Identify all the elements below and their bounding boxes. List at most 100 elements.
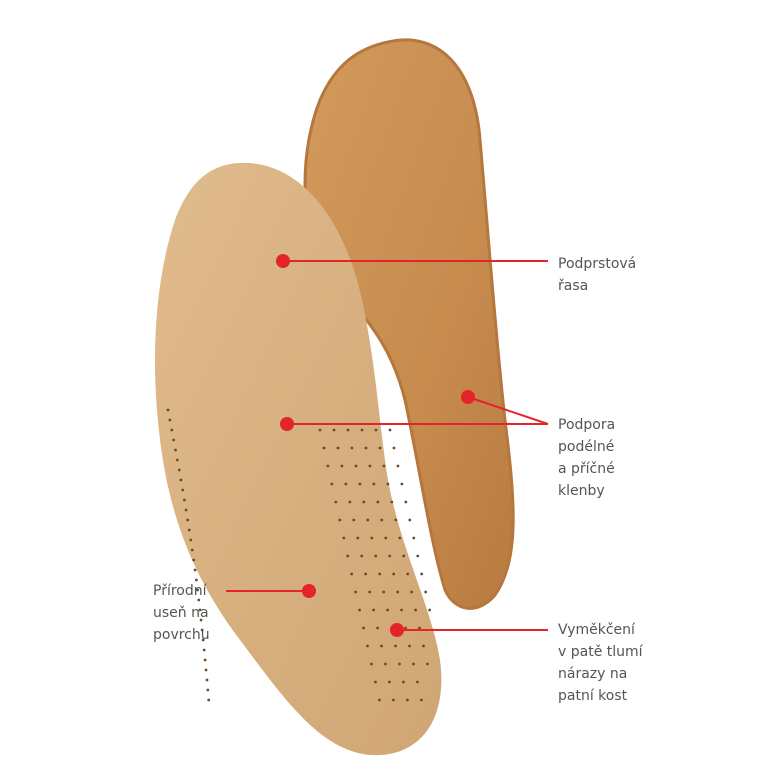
label-line: nárazy na [558, 666, 628, 682]
perforation-dot [400, 608, 403, 612]
perforation-dot [410, 590, 414, 594]
perforation-dot [376, 500, 380, 504]
perforation-dot [378, 698, 381, 702]
perforation-dot [374, 428, 378, 432]
callout-dot-arch-front [280, 417, 294, 431]
perforation-dot [388, 428, 392, 432]
perforation-dot [368, 590, 372, 594]
perforation-dot [412, 536, 416, 540]
perforation-dot [179, 478, 183, 482]
perforation-dot [388, 554, 392, 558]
perforation-dot [372, 608, 375, 612]
perforation-dot [170, 428, 174, 432]
perforation-dot [203, 658, 207, 662]
perforation-dot [382, 590, 386, 594]
perforation-dot [394, 644, 397, 648]
perforation-dot [189, 538, 193, 542]
perforation-dot [416, 680, 419, 684]
label-line: Podpora [558, 417, 616, 433]
perforation-dot [414, 608, 417, 612]
perforation-dot [372, 482, 376, 486]
perforation-dot [424, 590, 428, 594]
perforation-dot [382, 464, 386, 468]
perforation-dot [418, 626, 421, 630]
perforation-dot [350, 572, 354, 576]
perforation-dot [420, 698, 423, 702]
perforation-dot [330, 482, 334, 486]
label-line: povrchu [153, 627, 210, 643]
perforation-dot [396, 464, 400, 468]
label-line: v patě tlumí [558, 644, 643, 660]
perforation-dot [344, 482, 348, 486]
perforation-dot [326, 464, 330, 468]
perforation-dot [360, 428, 364, 432]
perforation-dot [384, 662, 387, 666]
perforation-dot [362, 626, 365, 630]
perforation-dot [207, 698, 211, 702]
perforation-dot [406, 698, 409, 702]
label-line: patní kost [558, 688, 628, 704]
perforation-dot [404, 626, 407, 630]
perforation-dot [336, 446, 340, 450]
perforation-dot [192, 558, 196, 562]
perforation-dot [390, 500, 394, 504]
perforation-dot [358, 608, 361, 612]
callout-dot-toe-ridge [276, 254, 290, 268]
perforation-dot [175, 458, 179, 462]
perforation-dot [364, 446, 368, 450]
perforation-dot [166, 408, 170, 412]
perforation-dot [168, 418, 172, 422]
callout-dot-arch-back [461, 390, 475, 404]
perforation-dot [186, 518, 190, 522]
label-line: klenby [558, 483, 605, 499]
label-arch-support: Podpora podélné a příčné klenby [558, 414, 615, 502]
perforation-dot [358, 482, 362, 486]
perforation-dot [348, 500, 352, 504]
perforation-dot [380, 518, 384, 522]
perforation-dot [342, 536, 346, 540]
perforation-dot [404, 500, 408, 504]
perforation-dot [350, 446, 354, 450]
perforation-dot [362, 500, 366, 504]
perforation-dot [205, 678, 209, 682]
perforation-dot [402, 554, 406, 558]
perforation-dot [334, 500, 338, 504]
perforation-dot [398, 662, 401, 666]
perforation-dot [386, 482, 390, 486]
perforation-dot [197, 598, 201, 602]
perforation-dot [360, 554, 364, 558]
perforation-dot [378, 572, 382, 576]
perforation-dot [412, 662, 415, 666]
perforation-dot [172, 438, 176, 442]
perforation-dot [338, 518, 342, 522]
label-line: a příčné [558, 461, 615, 477]
perforation-dot [174, 448, 177, 452]
perforation-dot [396, 590, 400, 594]
perforation-dot [181, 488, 185, 492]
perforation-dot [364, 572, 368, 576]
perforation-dot [384, 536, 388, 540]
perforation-dot [204, 668, 208, 672]
perforation-dot [187, 528, 191, 532]
callout-lines [226, 260, 549, 631]
perforation-dot [386, 608, 389, 612]
perforation-dot [408, 644, 411, 648]
perforation-dot [388, 680, 391, 684]
label-natural-leather: Přírodní useň na povrchu [153, 580, 210, 646]
perforation-dot [177, 468, 181, 472]
label-toe-ridge: Podprstová řasa [558, 253, 636, 297]
label-line: podélné [558, 439, 615, 455]
perforation-dot [400, 482, 404, 486]
perforation-dot [346, 554, 350, 558]
label-line: Přírodní [153, 583, 207, 599]
perforation-dot [378, 446, 382, 450]
label-line: useň na [153, 605, 209, 621]
perforation-dot [428, 608, 431, 612]
perforation-dot [198, 608, 202, 612]
perforation-dot [356, 536, 360, 540]
perforation-dot [402, 680, 405, 684]
callout-line-arch-back [467, 396, 549, 425]
perforation-dot [366, 518, 370, 522]
